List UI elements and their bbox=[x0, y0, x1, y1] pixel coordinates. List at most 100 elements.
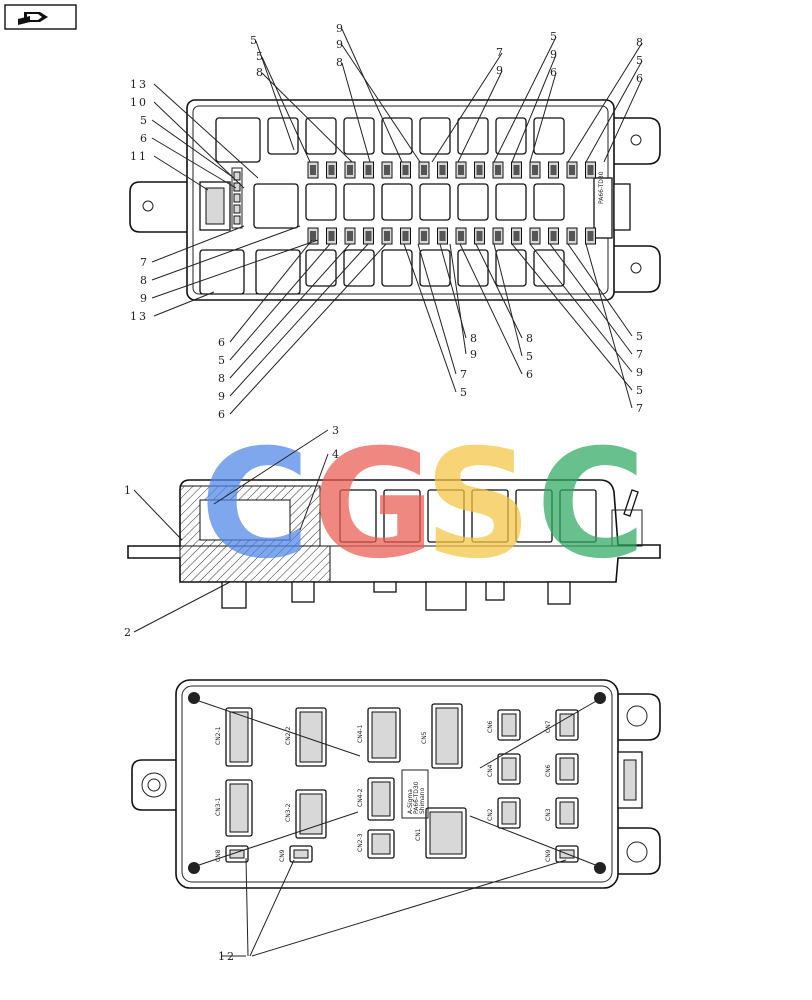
connector-label: CN4-1 bbox=[357, 724, 364, 743]
callout-side: 2 bbox=[124, 626, 133, 639]
leader-line bbox=[459, 243, 523, 375]
fuse-body bbox=[569, 231, 575, 241]
connector-pins bbox=[559, 801, 575, 825]
callout-left: 6 bbox=[140, 132, 149, 145]
callout-top: 9 bbox=[336, 22, 345, 35]
callout-top: 6 bbox=[550, 66, 559, 79]
fuse-body bbox=[550, 231, 557, 241]
callout-top: 5 bbox=[250, 34, 259, 47]
watermark-letter: C bbox=[536, 418, 646, 592]
connector-label: CN2-2 bbox=[285, 726, 292, 745]
connector-pins bbox=[229, 783, 249, 833]
fuse-body bbox=[328, 231, 335, 241]
callout-bottom-mid: 9 bbox=[470, 348, 479, 361]
leader-line bbox=[431, 52, 503, 163]
fuse-body bbox=[569, 165, 575, 175]
connector-pins bbox=[429, 811, 463, 855]
watermark-letter: G bbox=[312, 418, 435, 592]
fuse-slot-small bbox=[233, 193, 241, 203]
book-arrow-icon bbox=[18, 12, 48, 25]
connector-pins bbox=[501, 713, 517, 737]
fuse-body bbox=[402, 165, 409, 175]
connector-label: CN3-2 bbox=[285, 803, 292, 822]
relay-slot bbox=[381, 117, 413, 155]
center-plate-text-2: A-Sigma bbox=[407, 789, 414, 814]
leader-line bbox=[341, 28, 403, 163]
fuse-body bbox=[513, 165, 520, 175]
side-relay bbox=[515, 489, 553, 543]
fuse-body bbox=[384, 231, 390, 241]
connector-label: CN4 bbox=[487, 764, 494, 777]
leader-line bbox=[213, 429, 329, 505]
relay-slot bbox=[533, 117, 565, 155]
leader-line bbox=[255, 40, 295, 151]
fuse-body bbox=[421, 231, 427, 241]
relay-slot bbox=[253, 183, 299, 229]
fuse-body bbox=[347, 231, 353, 241]
side-relay bbox=[383, 489, 421, 543]
callout-bottom-mid2: 8 bbox=[526, 332, 535, 345]
connector-pins bbox=[299, 711, 323, 763]
connector-pins bbox=[299, 793, 323, 835]
fuse-body bbox=[310, 231, 316, 241]
connector-label: CN5 bbox=[421, 731, 428, 744]
side-relay bbox=[427, 489, 465, 543]
callout-top: 8 bbox=[256, 66, 265, 79]
fuse-body bbox=[476, 165, 483, 175]
leader-line bbox=[493, 36, 557, 163]
fuse-body bbox=[476, 231, 483, 241]
relay-slot bbox=[255, 249, 301, 295]
connector-label: CN2-3 bbox=[357, 833, 364, 852]
fuse-body bbox=[550, 165, 557, 175]
connector-label: CN7 bbox=[545, 720, 552, 733]
leader-line bbox=[153, 155, 209, 191]
leader-line bbox=[229, 239, 313, 343]
callout-top: 5 bbox=[636, 54, 645, 67]
callout-left: 9 bbox=[140, 292, 149, 305]
relay-slot bbox=[457, 183, 489, 221]
callout-top: 8 bbox=[336, 56, 345, 69]
fuse-body bbox=[384, 165, 390, 175]
leader-line bbox=[261, 56, 311, 163]
leader-line bbox=[493, 243, 523, 357]
relay-slot bbox=[343, 249, 375, 287]
fuse-slot-small bbox=[233, 215, 241, 225]
leader-line bbox=[511, 54, 557, 163]
leader-line bbox=[529, 243, 633, 373]
leader-line bbox=[585, 243, 633, 409]
callout-left: 10 bbox=[130, 96, 148, 109]
callout-left: 7 bbox=[140, 256, 149, 269]
callout-top: 6 bbox=[636, 72, 645, 85]
leader-line bbox=[603, 78, 643, 163]
leader-line bbox=[475, 243, 523, 339]
fuse-body bbox=[310, 165, 316, 175]
connector-label: CN3-1 bbox=[215, 797, 222, 816]
connector-pins bbox=[229, 711, 249, 763]
relay-slot bbox=[305, 117, 337, 155]
relay-slot bbox=[457, 117, 489, 155]
fuse-slot-small bbox=[233, 204, 241, 214]
connector-label: CN4-2 bbox=[357, 788, 364, 807]
callout-bottom-left: 5 bbox=[218, 354, 227, 367]
callout-bottom-left: 6 bbox=[218, 336, 227, 349]
leader-line bbox=[151, 119, 235, 179]
callout-bottom-right: 9 bbox=[636, 366, 645, 379]
connector-pins bbox=[229, 849, 245, 859]
side-housing bbox=[127, 479, 661, 583]
connector-label: CN9 bbox=[279, 849, 286, 862]
fuse-body bbox=[328, 165, 335, 175]
leader-line bbox=[151, 225, 301, 281]
callout-12: 12 bbox=[218, 950, 236, 963]
fuse-body bbox=[365, 165, 372, 175]
callout-left: 8 bbox=[140, 274, 149, 287]
top-side-text: PA66-TD30 bbox=[598, 171, 605, 204]
nav-icon-box[interactable] bbox=[4, 4, 77, 30]
callout-left: 13 bbox=[130, 310, 148, 323]
relay-slot bbox=[495, 249, 527, 287]
relay-slot bbox=[305, 249, 337, 287]
connector-label: CN1 bbox=[415, 828, 422, 841]
callout-bottom-right: 5 bbox=[636, 384, 645, 397]
fuse-body bbox=[587, 231, 594, 241]
